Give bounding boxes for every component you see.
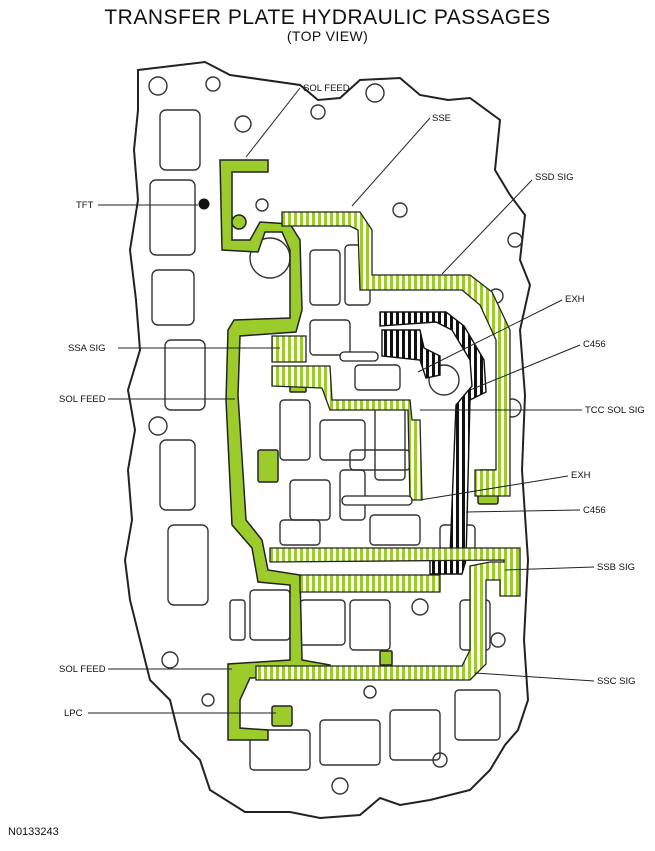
- label-exh-upper: EXH: [565, 294, 585, 305]
- label-sol-feed-mid: SOL FEED: [59, 394, 106, 405]
- label-lpc: LPC: [64, 708, 83, 719]
- ssb-ssc-passage: [255, 547, 521, 681]
- label-exh-lower: EXH: [571, 470, 591, 481]
- label-ssd-sig: SSD SIG: [535, 172, 574, 183]
- label-c456-lower: C456: [583, 505, 606, 516]
- label-c456-upper: C456: [583, 339, 606, 350]
- label-sol-feed-bottom: SOL FEED: [59, 664, 106, 675]
- plate-outline: [123, 60, 532, 820]
- label-sol-feed-top: SOL FEED: [303, 83, 350, 94]
- tft-sensor-dot: [198, 198, 210, 210]
- label-ssc-sig: SSC SIG: [597, 676, 636, 687]
- figure-id: N0133243: [8, 826, 59, 838]
- label-ssa-sig: SSA SIG: [68, 343, 106, 354]
- label-tcc-sol-sig: TCC SOL SIG: [585, 405, 645, 416]
- label-tft: TFT: [76, 200, 94, 211]
- exh-passage: [379, 311, 487, 575]
- diagram-title: TRANSFER PLATE HYDRAULIC PASSAGES: [104, 6, 551, 29]
- diagram-subtitle: (TOP VIEW): [286, 28, 369, 44]
- sse-passage: [281, 211, 511, 497]
- leader-lines: [88, 87, 595, 714]
- label-ssb-sig: SSB SIG: [597, 562, 635, 573]
- label-sse: SSE: [432, 113, 451, 124]
- detail-slots: [339, 351, 413, 506]
